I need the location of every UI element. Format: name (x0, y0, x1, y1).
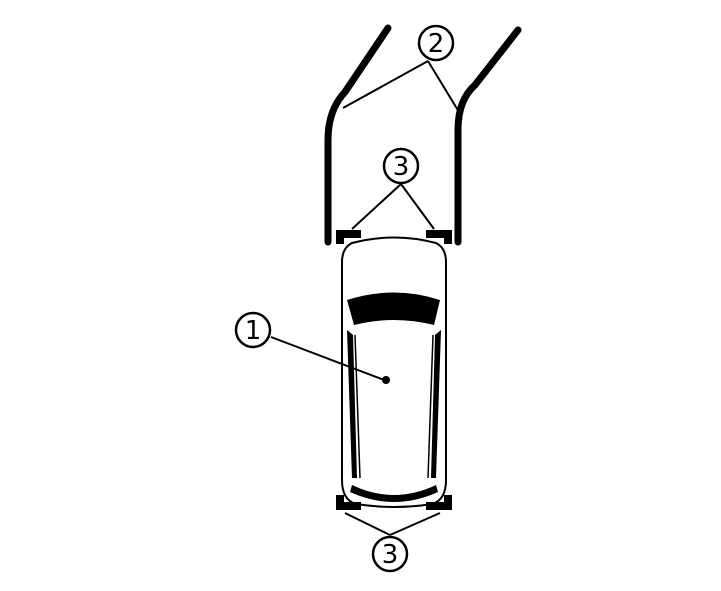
vehicle-right-side (431, 330, 441, 478)
sensor-front-right (426, 230, 452, 244)
callout-2: 2 (417, 24, 455, 62)
vehicle-windshield (347, 292, 440, 325)
sensors (336, 230, 452, 510)
vehicle-body (341, 236, 447, 508)
callout-3-front: 3 (382, 147, 420, 185)
callout-3-front-label: 3 (393, 152, 410, 182)
callout-3-rear: 3 (371, 535, 409, 573)
callout-1-label: 1 (245, 316, 262, 346)
callout-2-label: 2 (428, 29, 445, 59)
vehicle-pointer-dot (382, 376, 390, 384)
sensor-front-left (336, 230, 361, 244)
sensor-rear-right (426, 495, 452, 510)
leader-lines (270, 60, 460, 536)
vehicle-top-view (341, 236, 447, 508)
vehicle-rear-window (350, 485, 438, 502)
callout-3-rear-label: 3 (382, 540, 399, 570)
sensor-rear-left (336, 495, 361, 510)
right-curb (454, 26, 522, 246)
left-curb (324, 24, 392, 246)
callout-1: 1 (234, 311, 272, 349)
